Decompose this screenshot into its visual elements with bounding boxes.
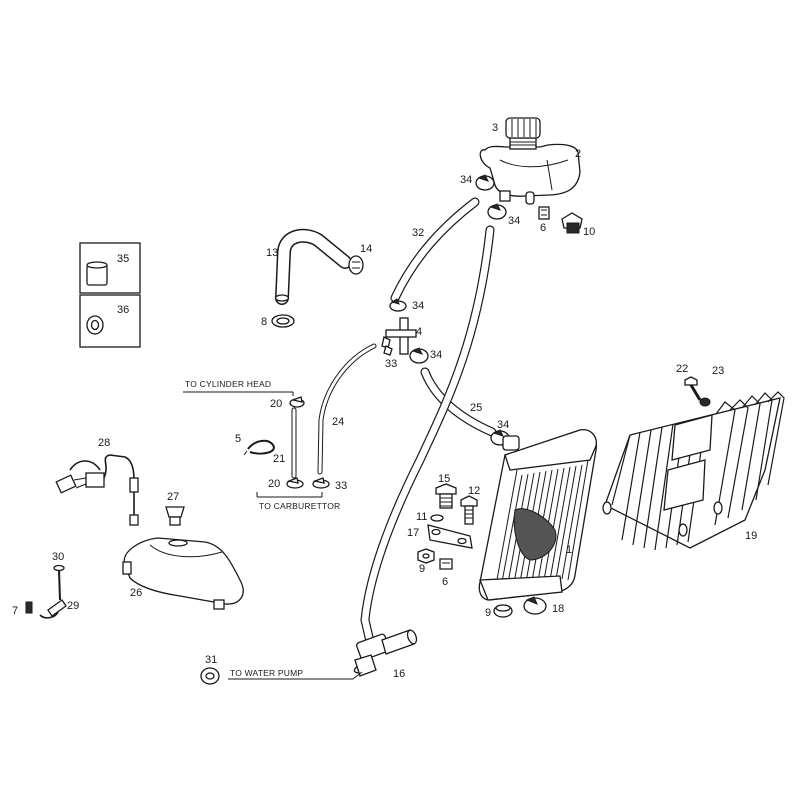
callout-9-left: 9 — [419, 563, 425, 575]
callout-34-radiator: 34 — [497, 419, 509, 431]
washer-23 — [699, 397, 711, 407]
screw-30 — [53, 564, 65, 601]
callout-21: 21 — [273, 453, 285, 465]
callout-4: 4 — [416, 326, 422, 338]
clip-6-top — [538, 206, 550, 220]
callout-20-lower: 20 — [268, 478, 280, 490]
hose-clamp-8 — [271, 314, 295, 328]
hose-clamp-34-upper-t — [389, 298, 407, 312]
legend-box-35: 35 — [79, 242, 141, 294]
callout-12: 12 — [468, 485, 480, 497]
expansion-tank — [479, 137, 581, 205]
callout-14: 14 — [360, 243, 372, 255]
callout-18: 18 — [552, 603, 564, 615]
callout-30: 30 — [52, 551, 64, 563]
callout-26: 26 — [130, 587, 142, 599]
cable-tie-5 — [243, 439, 275, 456]
callout-34-upper-t: 34 — [412, 300, 424, 312]
callout-34-tank-bottom: 34 — [508, 215, 520, 227]
callout-25: 25 — [470, 402, 482, 414]
callout-16: 16 — [393, 668, 405, 680]
callout-6-bottom: 6 — [442, 576, 448, 588]
callout-15: 15 — [438, 473, 450, 485]
callout-32: 32 — [412, 227, 424, 239]
callout-1: 1 — [566, 544, 572, 556]
callout-36: 36 — [117, 304, 129, 316]
callout-24: 24 — [332, 416, 344, 428]
callout-6-top: 6 — [540, 222, 546, 234]
hose-25 — [420, 367, 497, 437]
clip-6-bottom — [439, 558, 453, 570]
hose-13 — [274, 228, 352, 305]
radiator-grille-19 — [602, 391, 785, 551]
to-carburettor-label: TO CARBURETTOR — [256, 492, 340, 511]
hose-clamp-34-tank-bottom — [487, 203, 507, 220]
t-piece-4 — [385, 317, 417, 355]
callout-33-upper: 33 — [385, 358, 397, 370]
callout-7: 7 — [12, 605, 18, 617]
screw-12 — [460, 495, 478, 525]
reservoir-26 — [122, 537, 244, 610]
callout-28: 28 — [98, 437, 110, 449]
callout-19: 19 — [745, 530, 757, 542]
tank-cap — [505, 117, 541, 139]
screw-15 — [435, 483, 457, 509]
main-return-hose — [360, 225, 495, 655]
callout-23: 23 — [712, 365, 724, 377]
legend-box-36: 36 — [79, 294, 141, 348]
hose-clamp-18 — [523, 596, 547, 615]
callout-13: 13 — [266, 247, 278, 259]
callout-2: 2 — [575, 148, 581, 160]
callout-29: 29 — [67, 600, 79, 612]
hose-clamp-34 — [475, 174, 495, 191]
screw-10 — [561, 212, 583, 234]
svg-text:TO WATER PUMP: TO WATER PUMP — [230, 668, 303, 678]
washer-11 — [430, 514, 444, 522]
sensor-cable-28 — [55, 454, 139, 526]
callout-20-upper: 20 — [270, 398, 282, 410]
callout-9-right: 9 — [485, 607, 491, 619]
to-water-pump-label: TO WATER PUMP — [228, 668, 363, 680]
hose-clamp-20-upper — [289, 396, 305, 408]
svg-text:TO CYLINDER HEAD: TO CYLINDER HEAD — [185, 379, 271, 389]
hose-clamp-14 — [348, 255, 364, 275]
hose-32 — [390, 197, 480, 303]
callout-27: 27 — [167, 491, 179, 503]
nut-7 — [25, 601, 33, 614]
radiator-1 — [478, 429, 598, 601]
bracket-17 — [427, 524, 473, 549]
callout-11: 11 — [416, 511, 427, 523]
callout-3: 3 — [492, 122, 498, 134]
plug-27 — [165, 506, 185, 526]
callout-5: 5 — [235, 433, 241, 445]
hose-clamp-33-lower — [312, 477, 330, 489]
svg-text:TO CARBURETTOR: TO CARBURETTOR — [259, 501, 340, 511]
nut-9-left — [417, 548, 435, 564]
hose-clamp-33-upper — [381, 336, 393, 356]
water-pump-fitting-16 — [353, 629, 418, 677]
hose-clamp-20-lower — [286, 477, 304, 489]
callout-10: 10 — [583, 226, 595, 238]
callout-34-right-t: 34 — [430, 349, 442, 361]
callout-17: 17 — [407, 527, 419, 539]
callout-22: 22 — [676, 363, 688, 375]
callout-33-lower: 33 — [335, 480, 347, 492]
hose-clamp-31 — [200, 667, 220, 685]
hose-24 — [317, 343, 377, 475]
to-cylinder-head-label: TO CYLINDER HEAD — [183, 379, 294, 396]
bracket-29 — [39, 599, 67, 619]
callout-8: 8 — [261, 316, 267, 328]
callout-35: 35 — [117, 253, 129, 265]
callout-34-tank-left: 34 — [460, 174, 472, 186]
callout-31: 31 — [205, 654, 217, 666]
grommet-9-right — [493, 604, 513, 618]
hose-clamp-34-right-t — [409, 347, 429, 364]
screw-22 — [684, 376, 702, 401]
